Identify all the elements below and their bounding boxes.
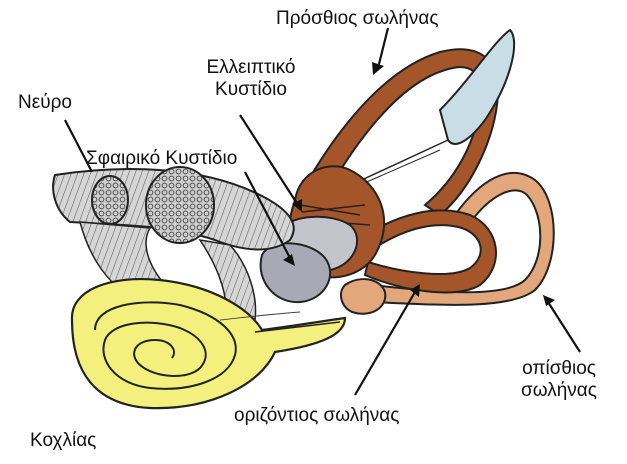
label-utricle: Ελλειπτικό Κυστίδιο [186, 57, 316, 101]
label-cochlea: Κοχλίας [30, 430, 96, 452]
label-nerve: Νεύρο [18, 92, 72, 114]
label-horizontal-canal: οριζόντιος σωλήνας [234, 405, 399, 427]
label-saccule: Σφαιρικό Κυστίδιο [86, 148, 237, 170]
label-anterior-canal: Πρόσθιος σωλήνας [276, 8, 439, 30]
saccule [261, 243, 331, 302]
pointer-anterior [378, 28, 388, 68]
pointer-posterior [548, 302, 580, 352]
label-posterior-canal: οπίσθιος σωλήνας [500, 358, 618, 402]
label-utricle-line2: Κυστίδιο [186, 79, 316, 101]
label-posterior-line2: σωλήνας [500, 380, 618, 402]
label-posterior-line1: οπίσθιος [500, 358, 618, 380]
ampulla [440, 30, 514, 144]
label-utricle-line1: Ελλειπτικό [186, 57, 316, 79]
